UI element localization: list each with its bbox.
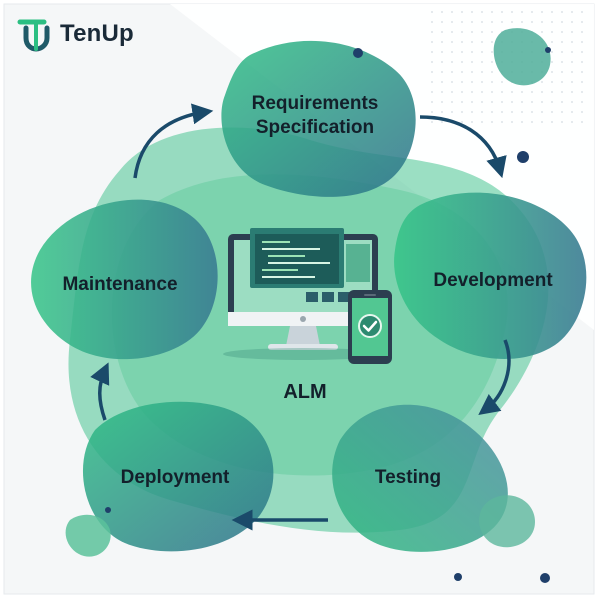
requirements-blob [221,40,416,197]
deco-dot [540,573,550,583]
stage-label-deployment: Deployment [120,467,230,488]
deco-blob-top-right [493,28,551,86]
deco-blob-bottom-right [479,495,535,548]
development-blob [394,192,587,359]
maintenance-blob [31,199,218,360]
deco-blob-bottom-left [65,514,111,557]
arrow-development-to-testing [478,339,511,416]
deco-dot [105,507,111,513]
deco-dot [545,47,551,53]
deployment-blob [82,401,274,552]
check-icon [358,314,382,338]
arrow-deployment-to-maintenance [90,362,110,421]
tenup-logo-icon [17,19,50,52]
deco-dot [454,573,462,581]
arrow-requirements-to-development [419,115,507,179]
stage-label-requirements: Requirements Specification [251,93,379,138]
arrow-maintenance-to-requirements [133,103,214,179]
deco-dot [353,48,363,58]
deco-dot [517,151,529,163]
brand-logo[interactable]: TenUp [16,16,134,52]
monitor-stand [286,326,320,346]
stage-label-development: Development [433,270,553,291]
stage-label-testing: Testing [374,467,442,488]
center-label-alm: ALM [283,381,327,403]
computer-and-phone-icon [223,228,392,364]
testing-blob [332,404,508,552]
stage-label-maintenance: Maintenance [62,274,178,295]
brand-name: TenUp [60,20,134,47]
